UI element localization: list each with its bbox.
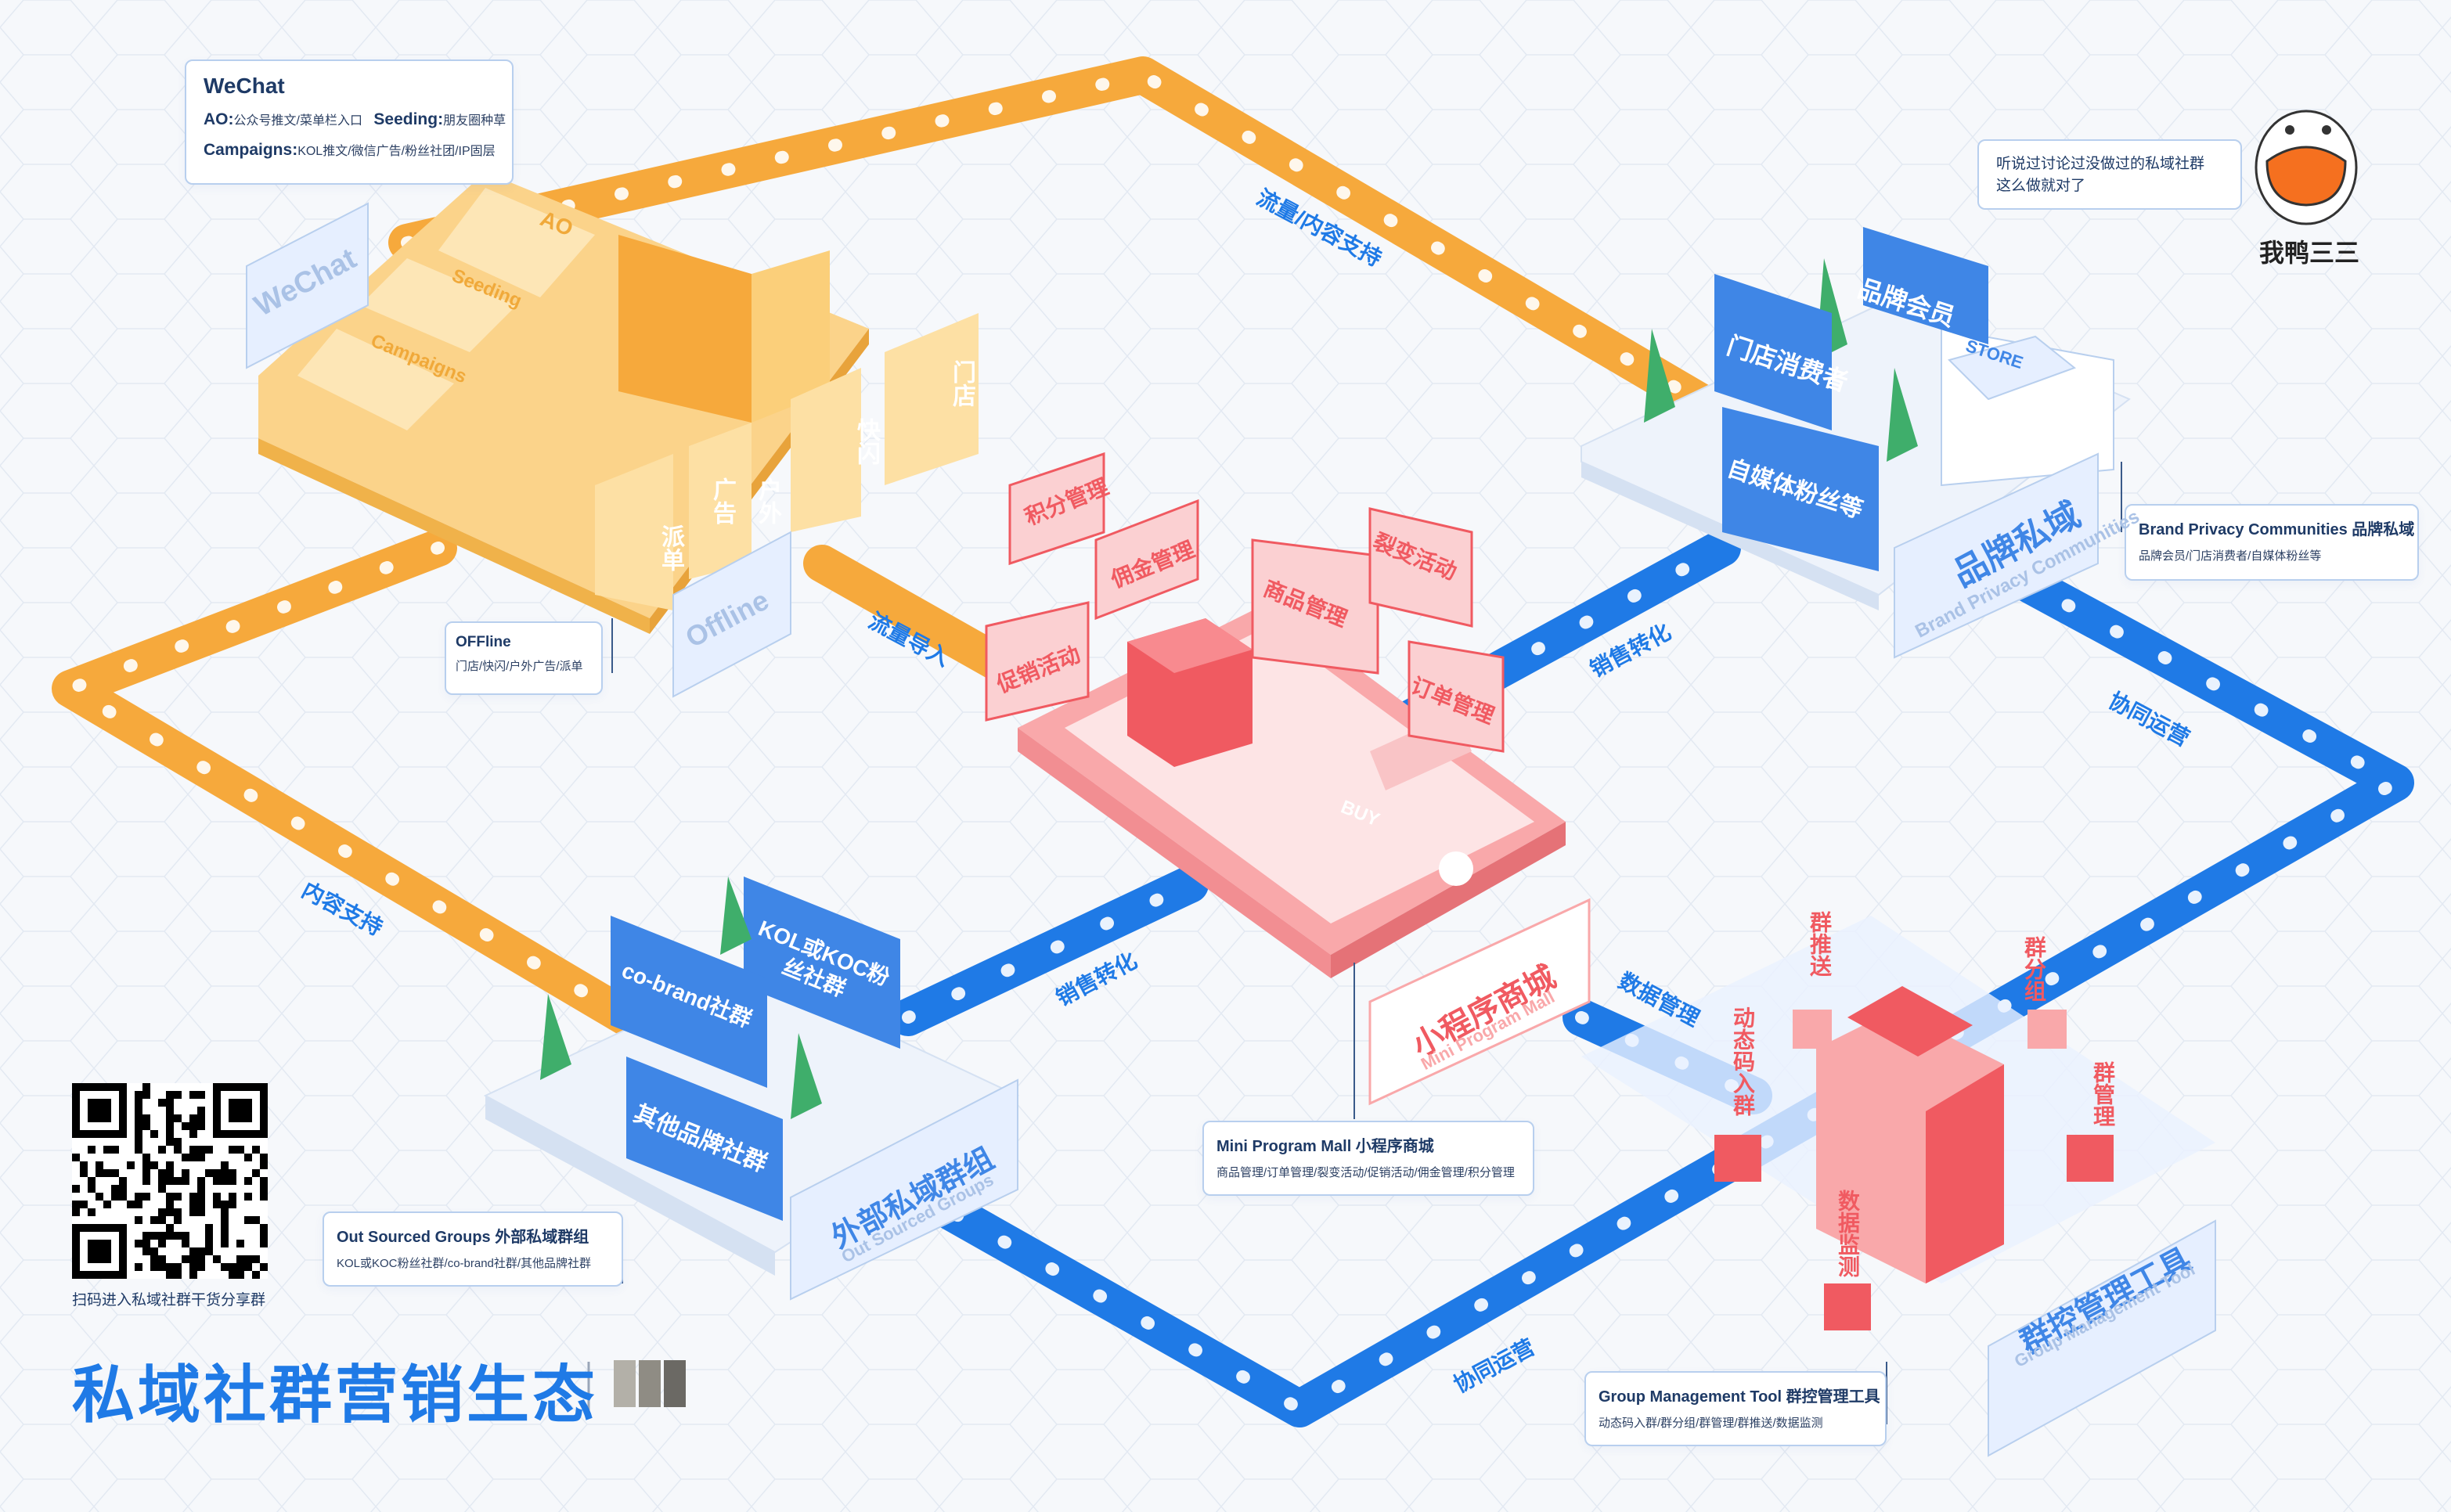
popup-label: 快闪 — [853, 418, 879, 465]
brand-platform — [1581, 227, 2131, 659]
speech-line-2: 这么做就对了 — [1996, 178, 2086, 194]
tool-manage-label: 群管理 — [2091, 1061, 2115, 1127]
group-tool-tile — [1988, 1219, 2216, 1457]
qr-code — [72, 1083, 268, 1279]
group-tool-box-title: Group Management Tool 群控管理工具 — [1599, 1388, 1880, 1406]
speech-bubble: 听说过讨论过没做过的私域社群 这么做就对了 — [1977, 139, 2242, 210]
tool-dynamic-label: 动态码入群 — [1731, 1006, 1755, 1116]
offline-info-box: OFFline 门店/快闪/户外广告/派单 — [445, 621, 603, 695]
ao-label: AO: — [204, 110, 234, 128]
speech-line-1: 听说过讨论过没做过的私域社群 — [1996, 156, 2205, 172]
mall-info-box: Mini Program Mall 小程序商城 商品管理/订单管理/裂变活动/促… — [1202, 1121, 1534, 1196]
brand-box-title: Brand Privacy Communities 品牌私域 — [2139, 521, 2415, 538]
outsourced-box-text: KOL或KOC粉丝社群/co-brand社群/其他品牌社群 — [337, 1257, 592, 1270]
wechat-box-ao-row: AO:公众号推文/菜单栏入口 Seeding:朋友圈种草 — [204, 110, 506, 129]
group-tool-platform — [1581, 916, 2216, 1457]
wechat-box-title: WeChat — [204, 74, 285, 98]
wechat-info-box: WeChat AO:公众号推文/菜单栏入口 Seeding:朋友圈种草 Camp… — [185, 59, 514, 185]
store-label: 门店 — [949, 360, 975, 407]
ao-text: 公众号推文/菜单栏入口 — [233, 114, 362, 128]
offline-box-title: OFFline — [456, 634, 511, 650]
wechat-box-campaigns-row: Campaigns:KOL推文/微信广告/粉丝社团/IP固层 — [204, 140, 496, 160]
group-tool-box-text: 动态码入群/群分组/群管理/群推送/数据监测 — [1599, 1417, 1823, 1430]
brand-box-text: 品牌会员/门店消费者/自媒体粉丝等 — [2139, 549, 2322, 563]
outsourced-tile — [790, 1078, 1018, 1301]
qr-code-graphic — [72, 1083, 268, 1279]
mall-tile — [1368, 898, 1591, 1106]
digital-logo — [614, 1360, 686, 1407]
campaigns-label: Campaigns: — [204, 141, 298, 159]
brand-info-box: Brand Privacy Communities 品牌私域 品牌会员/门店消费… — [2125, 504, 2419, 581]
group-tool-info-box: Group Management Tool 群控管理工具 动态码入群/群分组/群… — [1584, 1371, 1887, 1446]
wechat-tile — [246, 202, 369, 369]
brand-tile — [1894, 452, 2099, 659]
tool-monitor-label: 数据监测 — [1836, 1190, 1860, 1277]
outsourced-platform — [483, 877, 1020, 1301]
campaigns-text: KOL推文/微信广告/粉丝社团/IP固层 — [297, 145, 496, 158]
duck-mascot — [2255, 110, 2358, 225]
dispatch-label: 派单 — [658, 524, 683, 571]
mall-phone — [985, 452, 1591, 1106]
tool-push-label: 群推送 — [1808, 911, 1832, 977]
mascot-label: 我鸭三三 — [2259, 239, 2360, 267]
seeding-label: Seeding: — [373, 110, 444, 128]
offline-tile — [672, 531, 791, 698]
mall-box-text: 商品管理/订单管理/裂变活动/促销活动/佣金管理/积分管理 — [1216, 1166, 1515, 1179]
outsourced-box-title: Out Sourced Groups 外部私域群组 — [337, 1229, 589, 1246]
mall-box-title: Mini Program Mall 小程序商城 — [1216, 1138, 1434, 1155]
outdoor-label: 户外 — [755, 477, 780, 524]
offline-box-text: 门店/快闪/户外广告/派单 — [456, 660, 583, 673]
page-title: 私域社群营销生态 — [72, 1360, 598, 1430]
ads-label: 广告 — [709, 477, 735, 524]
tool-split-label: 群分组 — [2022, 936, 2046, 1002]
wechat-platform — [258, 172, 979, 634]
orange-track-import — [803, 545, 1021, 684]
outsourced-info-box: Out Sourced Groups 外部私域群组 KOL或KOC粉丝社群/co… — [323, 1211, 623, 1287]
seeding-text: 朋友圈种草 — [443, 114, 506, 128]
qr-caption: 扫码进入私域社群干货分享群 — [72, 1292, 266, 1309]
